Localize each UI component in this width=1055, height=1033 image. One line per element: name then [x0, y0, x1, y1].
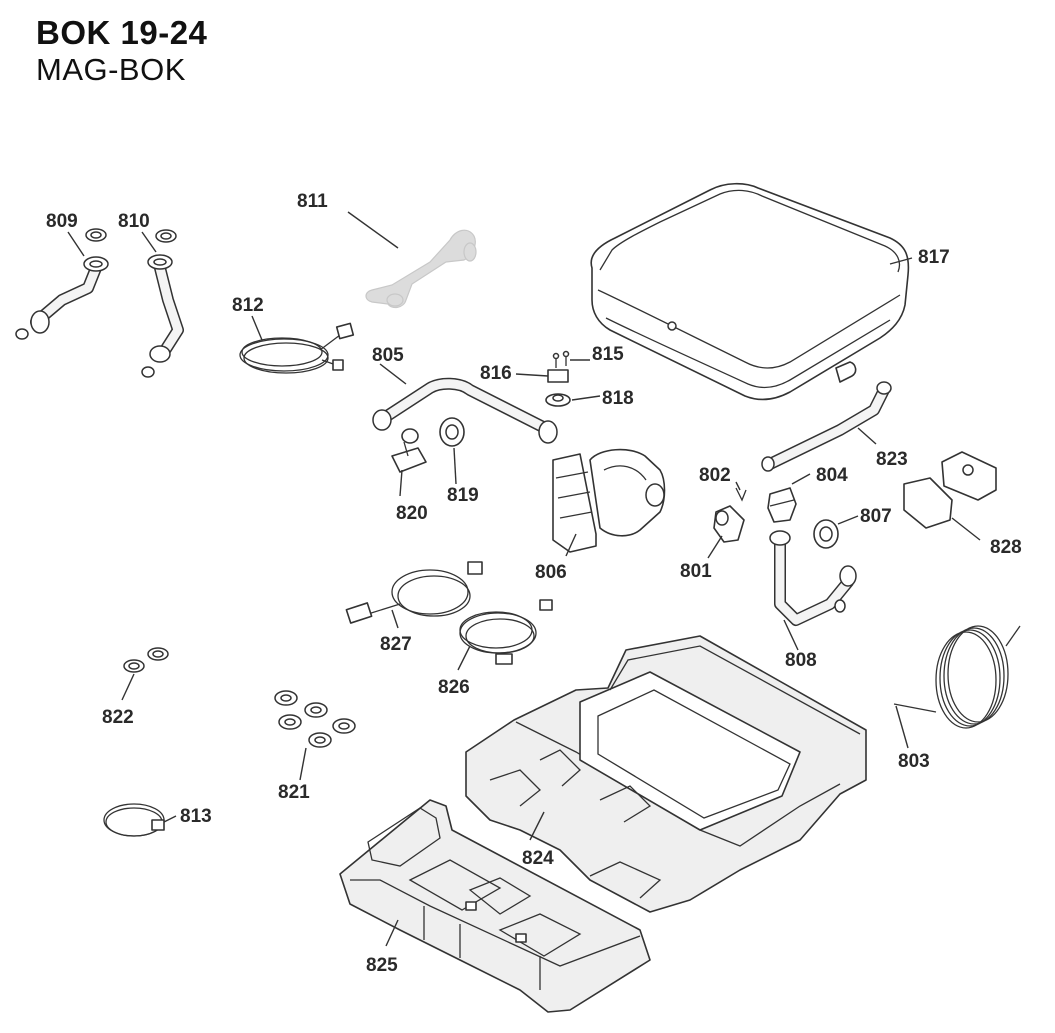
page-title: BOK 19-24	[36, 14, 208, 51]
page-header: BOK 19-24 MAG-BOK	[36, 14, 207, 88]
label-827: 827	[380, 634, 412, 655]
label-813: 813	[180, 806, 212, 827]
label-823: 823	[876, 449, 908, 470]
part-827-cable	[345, 561, 483, 624]
label-821: 821	[278, 782, 310, 803]
part-824-base-housing	[465, 635, 867, 913]
label-809: 809	[46, 211, 78, 232]
part-806-pump	[552, 448, 666, 553]
label-818: 818	[602, 388, 634, 409]
label-806: 806	[535, 562, 567, 583]
label-807: 807	[860, 506, 892, 527]
label-824: 824	[522, 848, 554, 869]
part-817-expansion-tank	[590, 182, 910, 401]
label-804: 804	[816, 465, 848, 486]
part-823-hose	[761, 381, 892, 472]
label-812: 812	[232, 295, 264, 316]
label-816: 816	[480, 363, 512, 384]
label-819: 819	[447, 485, 479, 506]
label-810: 810	[118, 211, 150, 232]
page-subtitle: MAG-BOK	[36, 52, 186, 87]
part-804-cap	[767, 487, 797, 523]
part-803-coil	[893, 625, 1021, 729]
part-labels: 809 810 811 812 805 816 815 818 817 820 …	[46, 191, 1022, 976]
label-817: 817	[918, 247, 950, 268]
part-822-rings	[123, 647, 169, 673]
part-821-rings	[274, 690, 356, 748]
label-811: 811	[297, 191, 328, 212]
part-826-cable	[459, 599, 553, 665]
part-811-pipe-ghost	[365, 229, 477, 309]
leader-lines	[67, 211, 981, 947]
part-828-bracket	[903, 451, 997, 529]
label-820: 820	[396, 503, 428, 524]
part-810-pipe	[141, 229, 184, 378]
part-820-sensor	[391, 428, 427, 473]
part-809-pipe	[15, 228, 109, 340]
part-812-cable	[239, 322, 355, 374]
label-822: 822	[102, 707, 134, 728]
part-801-valve	[713, 505, 745, 543]
part-807-cap	[813, 519, 839, 549]
part-805-pipe	[372, 377, 558, 444]
part-815-816-818-fittings	[545, 350, 571, 407]
part-802-clip	[735, 487, 747, 502]
label-815: 815	[592, 344, 624, 365]
label-825: 825	[366, 955, 398, 976]
label-805: 805	[372, 345, 404, 366]
part-813-clamp	[103, 803, 165, 837]
label-802: 802	[699, 465, 731, 486]
label-808: 808	[785, 650, 817, 671]
label-828: 828	[990, 537, 1022, 558]
label-826: 826	[438, 677, 470, 698]
label-803: 803	[898, 751, 930, 772]
part-808-pipe	[769, 530, 857, 626]
label-801: 801	[680, 561, 712, 582]
part-819-nut	[439, 417, 465, 447]
part-825-tray	[339, 799, 651, 1013]
